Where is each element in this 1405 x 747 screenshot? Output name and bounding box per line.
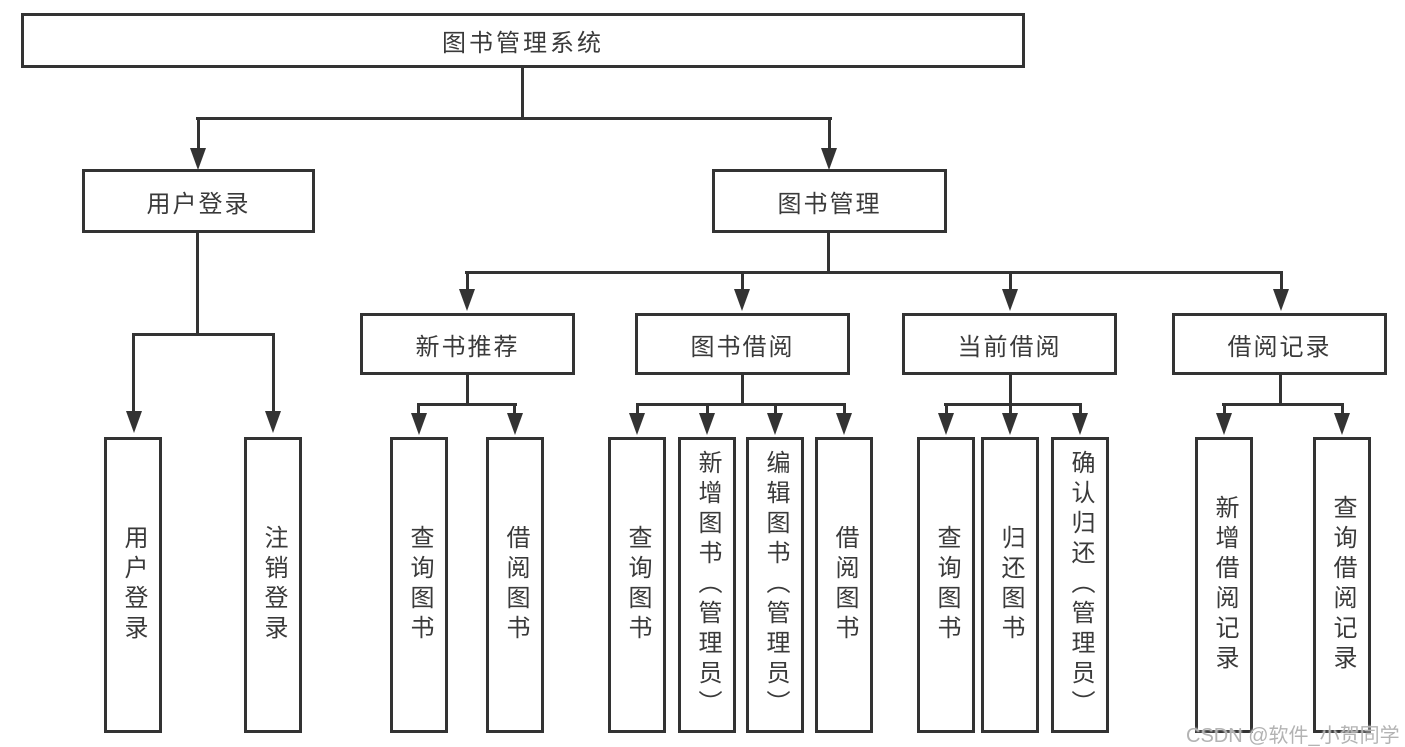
leaf-borrow-books-recommend: 借阅图书 xyxy=(486,437,544,733)
arrowhead-icon xyxy=(1002,289,1018,311)
connector-line xyxy=(132,333,275,336)
node-label: 新书推荐 xyxy=(415,333,520,361)
arrowhead-icon xyxy=(506,413,523,435)
arrowhead-icon xyxy=(1273,289,1289,311)
node-user-login-group: 用户登录 xyxy=(82,169,315,233)
connector-line xyxy=(465,375,469,405)
arrowhead-icon xyxy=(821,148,837,170)
node-borrow-records: 借阅记录 xyxy=(1172,313,1387,375)
leaf-edit-book-admin: 编辑图书（管理员） xyxy=(746,437,804,733)
arrowhead-icon xyxy=(734,289,750,311)
arrowhead-icon xyxy=(1216,413,1232,435)
leaf-label: 查询借阅记录 xyxy=(1329,495,1356,675)
connector-line xyxy=(417,403,517,406)
arrowhead-icon xyxy=(1072,413,1088,435)
node-label: 用户登录 xyxy=(146,190,251,218)
node-current-borrow: 当前借阅 xyxy=(902,313,1117,375)
connector-line xyxy=(944,403,1082,406)
arrowhead-icon xyxy=(938,413,954,435)
leaf-label: 用户登录 xyxy=(120,525,147,645)
connector-line xyxy=(195,233,199,335)
connector-line xyxy=(1222,403,1226,415)
connector-line xyxy=(1222,403,1344,406)
connector-line xyxy=(827,117,831,150)
connector-line xyxy=(705,403,709,415)
node-label: 图书借阅 xyxy=(690,333,795,361)
leaf-label: 归还图书 xyxy=(997,525,1024,645)
node-book-borrow: 图书借阅 xyxy=(635,313,850,375)
csdn-watermark: CSDN @软件_小贺同学 xyxy=(1186,725,1400,747)
leaf-logout: 注销登录 xyxy=(244,437,302,733)
leaf-label: 编辑图书（管理员） xyxy=(762,450,789,720)
leaf-label: 查询图书 xyxy=(624,525,651,645)
leaf-return-book: 归还图书 xyxy=(981,437,1039,733)
leaf-label: 借阅图书 xyxy=(831,525,858,645)
leaf-label: 新增借阅记录 xyxy=(1211,495,1238,675)
connector-line xyxy=(944,403,948,415)
connector-line xyxy=(417,403,420,415)
leaf-label: 注销登录 xyxy=(260,525,287,645)
arrowhead-icon xyxy=(699,413,715,435)
connector-line xyxy=(132,333,135,413)
connector-line xyxy=(196,117,200,150)
leaf-label: 借阅图书 xyxy=(502,525,529,645)
connector-line xyxy=(465,271,1282,274)
leaf-query-borrow-record: 查询借阅记录 xyxy=(1313,437,1371,733)
connector-line xyxy=(740,271,744,291)
connector-line xyxy=(271,333,275,413)
connector-line xyxy=(1278,375,1282,405)
connector-line xyxy=(465,271,469,291)
arrowhead-icon xyxy=(125,411,142,433)
leaf-add-borrow-record: 新增借阅记录 xyxy=(1195,437,1253,733)
connector-line xyxy=(827,233,830,274)
leaf-user-login: 用户登录 xyxy=(104,437,162,733)
arrowhead-icon xyxy=(767,413,783,435)
connector-line xyxy=(773,403,777,415)
arrowhead-icon xyxy=(410,413,427,435)
leaf-query-books-recommend: 查询图书 xyxy=(390,437,448,733)
leaf-label: 新增图书（管理员） xyxy=(694,450,721,720)
arrowhead-icon xyxy=(190,148,206,170)
connector-line xyxy=(520,68,524,118)
connector-line xyxy=(1008,403,1012,415)
node-label: 图书管理 xyxy=(777,190,882,218)
connector-line xyxy=(636,403,846,406)
connector-line xyxy=(1008,271,1012,291)
node-label: 当前借阅 xyxy=(957,333,1062,361)
arrowhead-icon xyxy=(836,413,852,435)
arrowhead-icon xyxy=(1002,413,1018,435)
leaf-query-books-borrow: 查询图书 xyxy=(608,437,666,733)
leaf-label: 查询图书 xyxy=(933,525,960,645)
node-new-book-recommend: 新书推荐 xyxy=(360,313,575,375)
connector-line xyxy=(740,375,744,405)
connector-line xyxy=(1340,403,1344,415)
leaf-query-books-current: 查询图书 xyxy=(917,437,975,733)
node-library-management-system: 图书管理系统 xyxy=(21,13,1025,68)
node-book-management-group: 图书管理 xyxy=(712,169,947,233)
leaf-add-book-admin: 新增图书（管理员） xyxy=(678,437,736,733)
arrowhead-icon xyxy=(265,411,281,433)
node-label: 借阅记录 xyxy=(1227,333,1332,361)
node-label: 图书管理系统 xyxy=(442,30,604,57)
connector-line xyxy=(196,117,832,120)
connector-line xyxy=(1008,375,1012,405)
connector-line xyxy=(513,403,516,415)
arrowhead-icon xyxy=(629,413,645,435)
arrowhead-icon xyxy=(459,289,475,311)
connector-line xyxy=(842,403,846,415)
leaf-borrow-books: 借阅图书 xyxy=(815,437,873,733)
connector-line xyxy=(1279,271,1283,291)
leaf-label: 确认归还（管理员） xyxy=(1067,450,1094,720)
connector-line xyxy=(635,403,639,415)
connector-line xyxy=(1078,403,1082,415)
arrowhead-icon xyxy=(1334,413,1350,435)
leaf-label: 查询图书 xyxy=(406,525,433,645)
leaf-confirm-return-admin: 确认归还（管理员） xyxy=(1051,437,1109,733)
